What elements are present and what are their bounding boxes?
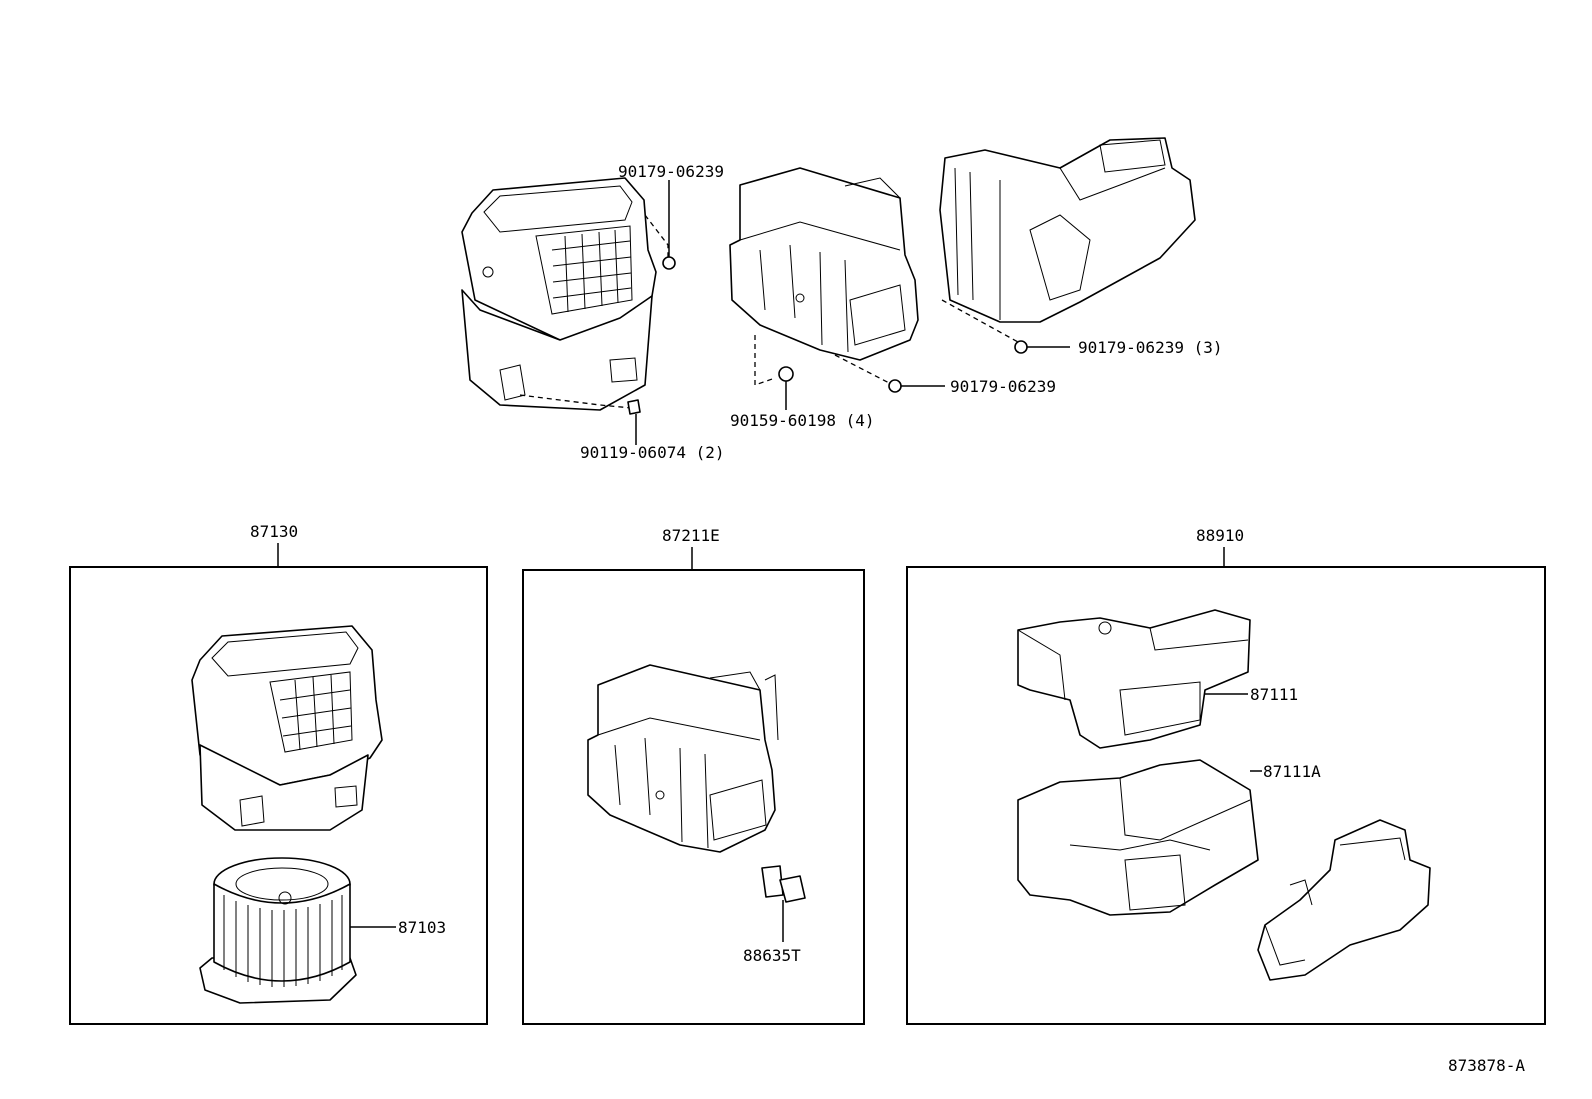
- group-box-radiator: [522, 569, 865, 1025]
- callout-upper-center-clip: 90159-60198 (4): [730, 411, 875, 430]
- callout-upper-right-nut: 90179-06239 (3): [1078, 338, 1223, 357]
- part-number-duct-upper: 87111: [1250, 685, 1298, 704]
- duct-outlet: [1257, 819, 1431, 981]
- nut-icon: [1014, 340, 1028, 354]
- resistor-connector: [761, 865, 806, 903]
- nut-icon: [888, 379, 902, 393]
- group-number-blower: 87130: [250, 522, 298, 541]
- group-number-duct: 88910: [1196, 526, 1244, 545]
- screw-icon: [627, 399, 641, 415]
- blower-motor-fan: [199, 857, 357, 1004]
- duct-upper-case: [1017, 609, 1251, 749]
- group-number-radiator: 87211E: [662, 526, 720, 545]
- part-number-resistor: 88635T: [743, 946, 801, 965]
- callout-upper-blower-nut: 90179-06239: [618, 162, 724, 181]
- part-number-blower-fan: 87103: [398, 918, 446, 937]
- figure-id: 873878-A: [1448, 1056, 1525, 1075]
- upper-blower-unit: [461, 177, 657, 411]
- radiator-unit: [587, 664, 779, 853]
- group-box-blower: [69, 566, 488, 1025]
- upper-center-radiator: [729, 167, 919, 361]
- group-box-duct: [906, 566, 1546, 1025]
- nut-icon: [662, 256, 676, 270]
- callout-upper-blower-screw: 90119-06074 (2): [580, 443, 725, 462]
- duct-lower-case: [1017, 759, 1259, 916]
- blower-case: [191, 625, 383, 831]
- callout-upper-center-nut: 90179-06239: [950, 377, 1056, 396]
- upper-fasteners: [519, 180, 1070, 445]
- part-number-duct-lower: 87111A: [1263, 762, 1321, 781]
- upper-right-duct: [939, 137, 1196, 323]
- clip-icon: [778, 366, 794, 382]
